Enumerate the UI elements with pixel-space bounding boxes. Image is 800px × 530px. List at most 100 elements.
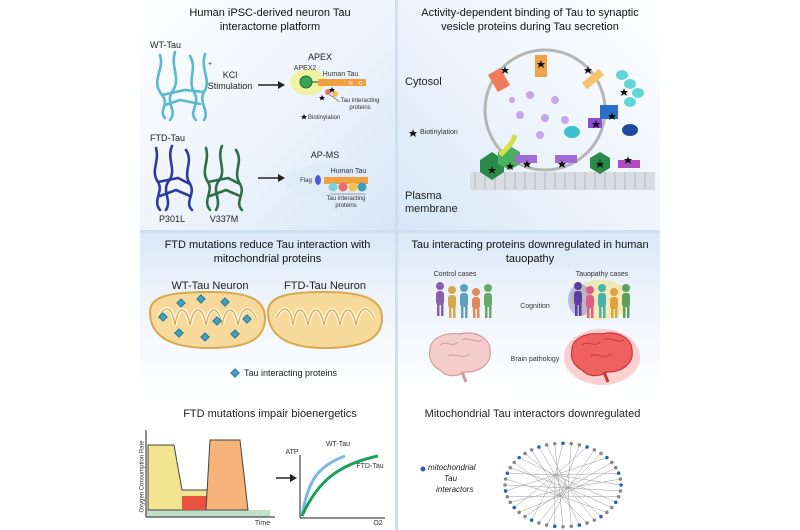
network-edge	[510, 487, 569, 503]
network-node	[505, 471, 510, 476]
tau-interacting-legend: Tau interacting proteins	[244, 368, 338, 378]
network-edge	[559, 444, 580, 497]
atp-axis-label: ATP	[285, 449, 299, 456]
network-node	[552, 524, 557, 529]
network-edge	[567, 487, 612, 508]
network-edge	[559, 453, 602, 497]
cytosol-label: Cytosol	[405, 76, 442, 88]
network-edge	[554, 446, 588, 476]
network-edge	[514, 462, 561, 497]
network-edge	[567, 443, 572, 489]
network-node	[592, 448, 597, 452]
network-edge	[505, 474, 556, 492]
network-node	[561, 441, 565, 446]
stim-plus: +	[207, 61, 213, 68]
network-node	[577, 443, 582, 447]
wt-curve	[300, 454, 346, 517]
network-node	[616, 494, 621, 499]
wt-curve-label: WT-Tau	[325, 441, 351, 448]
svg-text:C: C	[359, 81, 363, 87]
network-edge	[567, 487, 572, 527]
network-node	[517, 510, 521, 515]
cognition-label: Cognition	[520, 303, 550, 310]
network-node	[508, 465, 513, 470]
network-node	[517, 455, 521, 460]
network-edge	[504, 484, 569, 489]
vertical-divider	[395, 0, 398, 530]
network-edge	[519, 457, 556, 476]
network-edge	[510, 467, 569, 489]
network-edge	[554, 474, 622, 486]
network-node	[523, 514, 527, 519]
network-edge	[559, 467, 616, 497]
tauopathy-people-icon	[568, 280, 630, 320]
network-edge	[524, 487, 569, 517]
network-legend-line-2: Tau	[444, 474, 458, 483]
o2-axis-label: O2	[373, 520, 383, 527]
wt-neuron-label: WT-Tau Neuron	[171, 280, 249, 292]
plasma-label: Plasma	[405, 190, 442, 202]
network-node	[512, 505, 517, 510]
network-node	[599, 514, 603, 519]
network-node	[537, 521, 541, 525]
network-node	[503, 477, 508, 481]
apex-title: APEX	[307, 52, 332, 62]
tauopathy-cases-label: Tauopathy cases	[575, 271, 629, 278]
network-node	[544, 443, 549, 447]
network-node	[613, 465, 618, 470]
network-edge	[507, 495, 561, 498]
network-legend-text: mitochondrial Tau interactors	[428, 462, 498, 495]
network-node	[619, 483, 623, 487]
network-edge	[567, 478, 621, 489]
p301l-neuron-icon	[153, 144, 194, 212]
network-edge	[538, 446, 556, 476]
network-edge	[554, 443, 561, 497]
network-edge	[519, 495, 561, 513]
stim-stimulation: Stimulation	[207, 81, 253, 91]
biotinylation-label-top-left: Biotinylation	[308, 115, 341, 121]
network-edge	[531, 474, 556, 521]
network-edge	[531, 449, 561, 497]
network-node	[592, 518, 597, 522]
network-node	[609, 505, 614, 510]
ftd-curve	[300, 454, 379, 517]
network-node	[523, 451, 527, 456]
human-tau-label-apms: Human Tau	[330, 168, 367, 175]
membrane-label: membrane	[405, 203, 458, 215]
apex2-label: APEX2	[293, 65, 317, 72]
ftd-curve-label: FTD-Tau	[356, 463, 384, 470]
time-axis-label: Time	[254, 520, 271, 527]
mid-right-title: Tau interacting proteins downregulated i…	[411, 239, 649, 265]
stim-kcl: KCl	[222, 70, 238, 80]
control-brain-icon	[428, 332, 491, 383]
tauopathy-brain-icon	[564, 329, 640, 385]
ftd-mitochondrion-icon	[266, 290, 384, 350]
p301l-label: P301L	[158, 214, 186, 224]
control-cases-label: Control cases	[433, 271, 477, 278]
network-edge	[505, 478, 561, 497]
tau-interacting-label-apms: Tau interacting proteins	[326, 196, 366, 209]
network-node	[561, 524, 565, 529]
diamond-legend-icon	[230, 368, 240, 378]
network-edge	[554, 472, 619, 476]
network-node	[569, 441, 574, 446]
network-node	[599, 451, 603, 456]
wt-tau-label: WT-Tau	[150, 40, 182, 50]
network-edge	[559, 495, 619, 498]
network-edge	[567, 487, 595, 521]
network-edge	[567, 449, 595, 489]
network-node	[537, 445, 541, 449]
mid-left-title: FTD mutations reduce Tau interaction wit…	[164, 239, 371, 265]
network-edge	[546, 487, 569, 526]
network-node	[529, 518, 534, 522]
brain-pathology-label: Brain pathology	[510, 356, 560, 363]
network-node	[544, 523, 549, 527]
ftd-tau-label: FTD-Tau	[150, 133, 186, 143]
flag-label: Flag	[300, 178, 312, 184]
top-right-title: Activity-dependent binding of Tau to syn…	[421, 7, 639, 33]
network-node	[569, 524, 574, 529]
network-node	[618, 489, 623, 493]
